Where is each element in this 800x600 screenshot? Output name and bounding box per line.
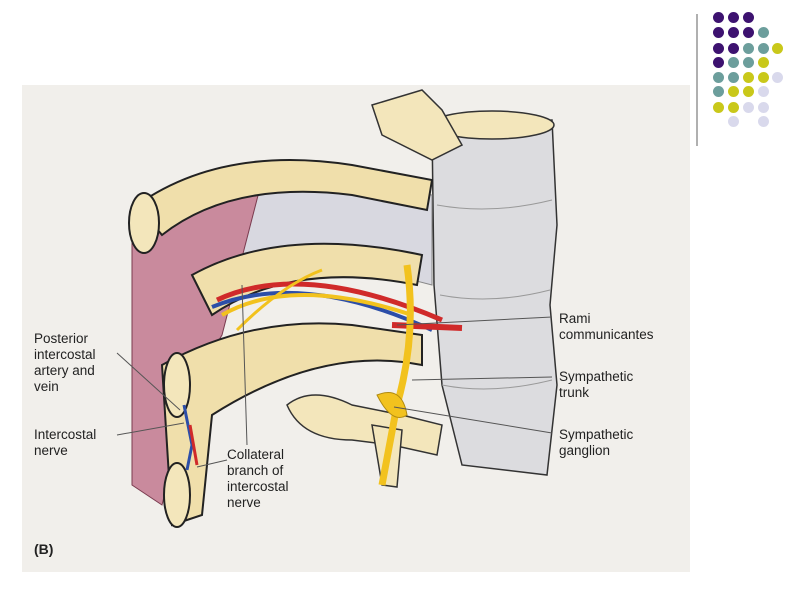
decorative-dot [713, 102, 724, 113]
decorative-dot [728, 43, 739, 54]
decorative-dot [713, 43, 724, 54]
label-rami-communicantes: Rami communicantes [559, 311, 654, 342]
middle-rib [190, 242, 424, 317]
decorative-dot [758, 86, 769, 97]
transverse-process-upper [371, 89, 464, 161]
label-sympathetic-trunk: Sympathetic trunk [559, 369, 634, 400]
decorative-dot [728, 72, 739, 83]
leader-lines [116, 284, 553, 468]
decorative-dot [743, 57, 754, 68]
decorative-dot [743, 72, 754, 83]
lower-rib [160, 322, 423, 527]
decorative-dot [713, 27, 724, 38]
panel-label: (B) [34, 541, 54, 557]
decorative-dot [713, 57, 724, 68]
decorative-dot [758, 43, 769, 54]
decorative-dot [728, 12, 739, 23]
label-intercostal-nerve: Intercostal nerve [34, 427, 97, 458]
decorative-dot [758, 116, 769, 127]
transverse-process-lower [286, 394, 443, 456]
intercostal-nerve-path [221, 293, 413, 317]
sympathetic-ganglion [376, 392, 408, 418]
decorative-dot [728, 116, 739, 127]
decorative-dot [728, 102, 739, 113]
decorative-dot [758, 27, 769, 38]
label-collateral-branch: Collateral branch of intercostal nerve [227, 447, 289, 510]
decorative-dot [728, 27, 739, 38]
decorative-dot [713, 12, 724, 23]
vertebral-column [431, 119, 558, 476]
decorative-dot [743, 86, 754, 97]
decorative-dot [713, 86, 724, 97]
decorative-dot [758, 57, 769, 68]
decorative-dot [713, 72, 724, 83]
decorative-divider [696, 14, 698, 146]
decorative-dot [772, 43, 783, 54]
anatomy-figure: Posterior intercostal artery and vein In… [22, 85, 690, 572]
decorative-dot [758, 102, 769, 113]
decorative-dot [743, 27, 754, 38]
decorative-dot [743, 43, 754, 54]
decorative-dot [743, 12, 754, 23]
label-posterior-intercostal-artery-vein: Posterior intercostal artery and vein [34, 331, 96, 394]
decorative-dot [728, 86, 739, 97]
decorative-dot [758, 72, 769, 83]
label-sympathetic-ganglion: Sympathetic ganglion [559, 427, 634, 458]
decorative-dot [743, 102, 754, 113]
decorative-dot [728, 57, 739, 68]
decorative-dot [772, 72, 783, 83]
upper-rib [135, 159, 434, 237]
thoracic-anatomy-illustration [116, 89, 558, 528]
